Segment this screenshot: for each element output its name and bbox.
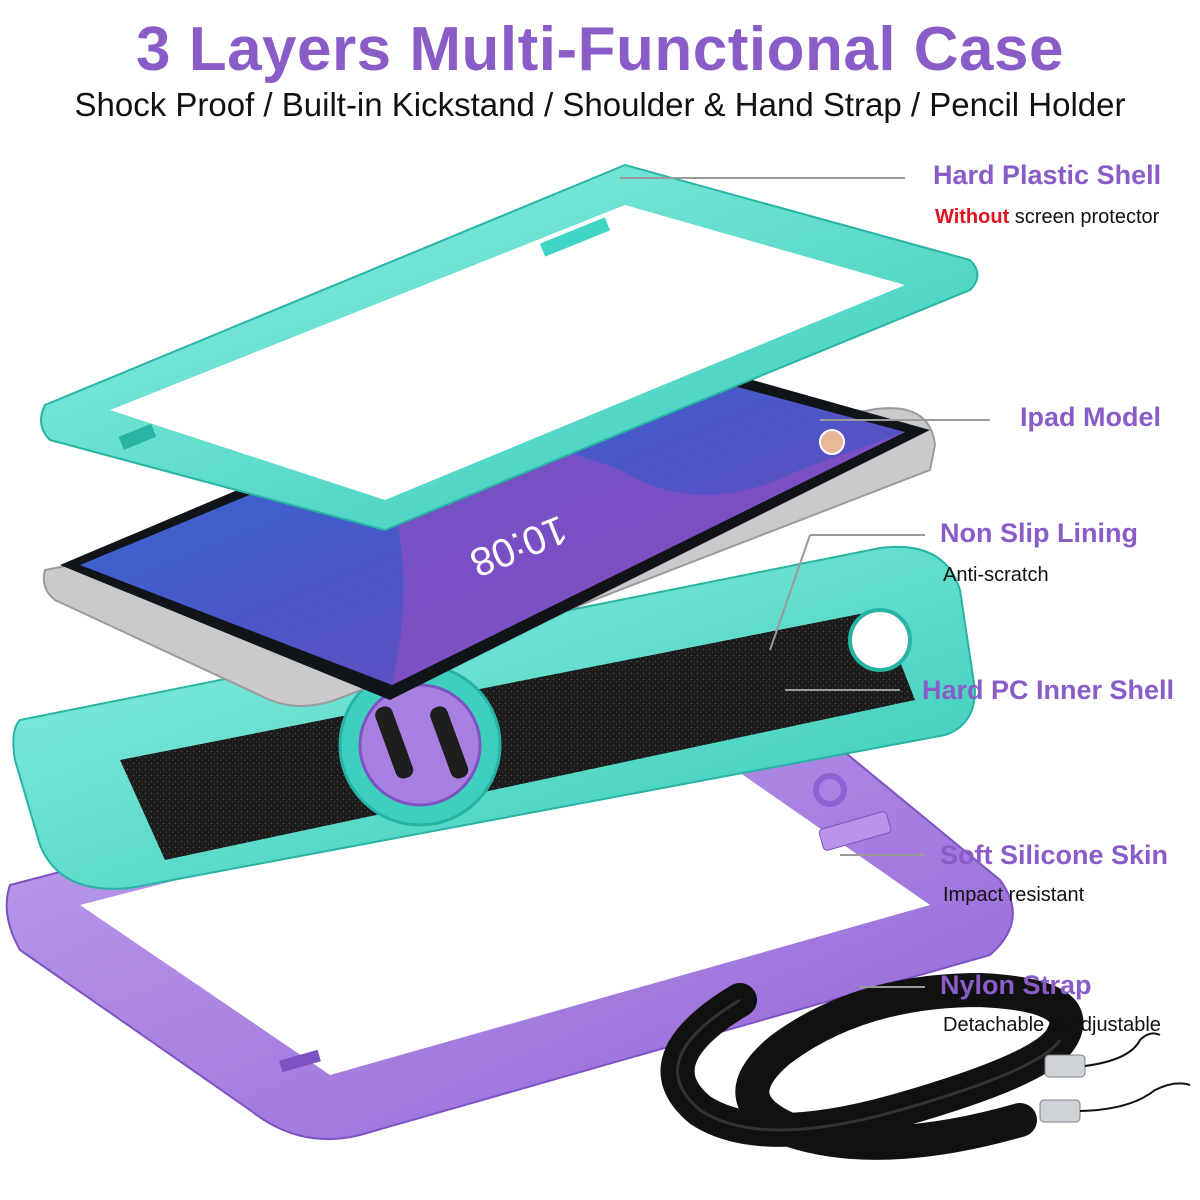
- silicone-skin-layer: [5, 697, 1014, 1141]
- pc-inner-shell-layer: [12, 546, 977, 890]
- note-soft-silicone-skin: Impact resistant: [943, 884, 1085, 906]
- label-non-slip-lining: Non Slip Lining: [940, 518, 1138, 548]
- leader-lines: [620, 177, 990, 988]
- headline: 3 Layers Multi-Functional Case: [136, 15, 1064, 84]
- label-hard-plastic-shell: Hard Plastic Shell: [933, 160, 1162, 190]
- label-soft-silicone-skin: Soft Silicone Skin: [940, 840, 1169, 870]
- note-hard-plastic-shell: Without screen protector: [935, 206, 1159, 229]
- note-nylon-strap: Detachable & Adjustable: [943, 1014, 1161, 1036]
- leader-line-lining: [769, 534, 811, 651]
- plastic-shell-layer: [40, 163, 979, 532]
- nylon-strap: [660, 972, 1191, 1160]
- feature-list: Shock Proof / Built-in Kickstand / Shoul…: [74, 86, 1126, 123]
- label-hard-pc-inner-shell: Hard PC Inner Shell: [922, 675, 1175, 705]
- note-warning-word: Without: [935, 206, 1010, 228]
- label-ipad-model: Ipad Model: [1020, 402, 1161, 432]
- tablet-device: 10:08: [42, 337, 937, 707]
- note-non-slip-lining: Anti-scratch: [943, 564, 1049, 586]
- label-nylon-strap: Nylon Strap: [940, 970, 1092, 1000]
- note-rest: screen protector: [1014, 206, 1160, 228]
